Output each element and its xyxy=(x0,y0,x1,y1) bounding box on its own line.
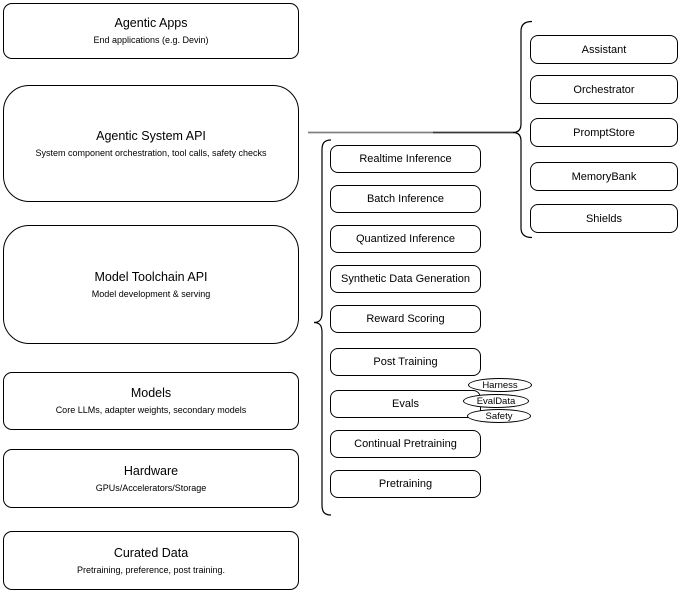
node-label: Post Training xyxy=(373,356,438,368)
node-label: Synthetic Data Generation xyxy=(340,273,471,285)
toolchain-node-pretraining: Pretraining xyxy=(330,470,481,498)
node-label: Realtime Inference xyxy=(359,153,452,165)
eval-tag-evaldata: EvalData xyxy=(463,394,529,408)
system-node-promptstore: PromptStore xyxy=(530,118,678,147)
toolchain-node-synthetic-data-generation: Synthetic Data Generation xyxy=(330,265,481,293)
node-subtitle: Core LLMs, adapter weights, secondary mo… xyxy=(55,405,247,415)
node-subtitle: End applications (e.g. Devin) xyxy=(93,35,209,45)
tag-label: Harness xyxy=(482,379,518,391)
node-subtitle: Model development & serving xyxy=(91,288,211,299)
node-label: Evals xyxy=(392,398,419,410)
tag-label: Safety xyxy=(485,410,513,422)
system-node-orchestrator: Orchestrator xyxy=(530,75,678,104)
tag-label: EvalData xyxy=(476,395,516,407)
node-title: Hardware xyxy=(123,463,179,478)
node-agentic-apps: Agentic Apps End applications (e.g. Devi… xyxy=(3,3,299,59)
toolchain-node-quantized-inference: Quantized Inference xyxy=(330,225,481,253)
node-title: Curated Data xyxy=(113,545,189,560)
node-subtitle: System component orchestration, tool cal… xyxy=(35,147,267,158)
toolchain-node-realtime-inference: Realtime Inference xyxy=(330,145,481,173)
node-label: Assistant xyxy=(581,43,627,56)
toolchain-node-reward-scoring: Reward Scoring xyxy=(330,305,481,333)
toolchain-node-post-training: Post Training xyxy=(330,348,481,376)
node-title: Agentic Apps xyxy=(114,16,188,30)
node-subtitle: Pretraining, preference, post training. xyxy=(76,564,226,575)
toolchain-node-evals: Evals xyxy=(330,390,481,418)
node-label: Pretraining xyxy=(378,478,433,490)
node-label: MemoryBank xyxy=(571,170,637,183)
toolchain-node-continual-pretraining: Continual Pretraining xyxy=(330,430,481,458)
eval-tag-safety: Safety xyxy=(467,409,531,423)
node-agentic-system-api: Agentic System API System component orch… xyxy=(3,85,299,202)
system-node-assistant: Assistant xyxy=(530,35,678,64)
node-label: Shields xyxy=(585,212,623,225)
system-node-memorybank: MemoryBank xyxy=(530,162,678,191)
node-hardware: Hardware GPUs/Accelerators/Storage xyxy=(3,449,299,508)
node-curated-data: Curated Data Pretraining, preference, po… xyxy=(3,531,299,590)
toolchain-brace xyxy=(313,139,332,516)
node-label: Quantized Inference xyxy=(355,233,456,245)
node-subtitle: GPUs/Accelerators/Storage xyxy=(95,482,207,493)
node-label: Orchestrator xyxy=(573,83,635,96)
node-title: Model Toolchain API xyxy=(94,269,208,284)
node-label: Reward Scoring xyxy=(366,313,445,325)
node-title: Models xyxy=(130,386,172,400)
node-title: Agentic System API xyxy=(96,128,206,143)
system-node-shields: Shields xyxy=(530,204,678,233)
node-label: PromptStore xyxy=(573,126,635,139)
node-model-toolchain-api: Model Toolchain API Model development & … xyxy=(3,225,299,344)
eval-tag-harness: Harness xyxy=(468,378,532,392)
node-label: Batch Inference xyxy=(366,193,445,205)
node-models: Models Core LLMs, adapter weights, secon… xyxy=(3,372,299,430)
node-label: Continual Pretraining xyxy=(354,438,457,450)
toolchain-node-batch-inference: Batch Inference xyxy=(330,185,481,213)
